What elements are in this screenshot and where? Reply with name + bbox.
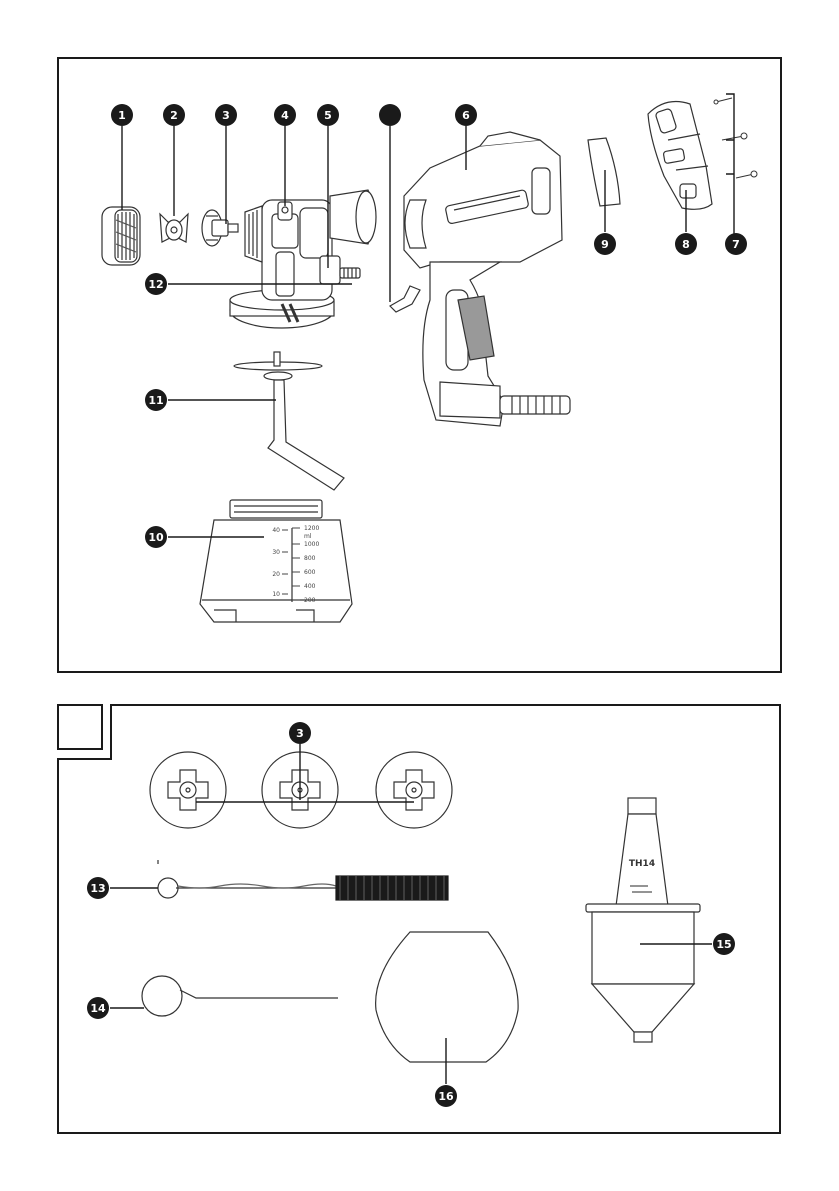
part-front-housing [230, 190, 376, 328]
part-nozzle-insert [202, 210, 238, 246]
part-air-cap [160, 214, 188, 242]
svg-text:400: 400 [304, 583, 316, 590]
svg-text:1000: 1000 [304, 541, 319, 548]
callout-4: 4 [274, 104, 296, 126]
svg-text:800: 800 [304, 555, 316, 562]
svg-text:12: 12 [148, 278, 163, 291]
svg-text:3: 3 [222, 109, 230, 122]
svg-text:ml: ml [304, 533, 312, 540]
part-gun-body [390, 132, 570, 426]
svg-text:9: 9 [601, 238, 609, 251]
svg-text:1200: 1200 [304, 525, 319, 532]
callout-9: 9 [594, 233, 616, 255]
svg-text:5: 5 [324, 109, 332, 122]
part-suction-tube [234, 352, 344, 490]
svg-text:3: 3 [296, 727, 304, 740]
callout-14: 14 [87, 997, 109, 1019]
callout-5: 5 [317, 104, 339, 126]
svg-text:15: 15 [716, 938, 731, 951]
svg-text:30: 30 [272, 549, 280, 556]
svg-text:16: 16 [438, 1090, 454, 1103]
screws-bracket [726, 94, 734, 244]
part-container-cup [586, 798, 700, 1042]
part-cleaning-brush [158, 860, 448, 900]
svg-text:10: 10 [148, 531, 164, 544]
part-nozzle-ring [102, 207, 140, 265]
part-filter-cover [376, 932, 518, 1062]
nozzle-variant-3 [376, 752, 452, 828]
part-rear-cover [648, 102, 712, 210]
callout-16: 16 [435, 1085, 457, 1107]
callout-blank [379, 104, 401, 126]
svg-text:13: 13 [90, 882, 105, 895]
callout-6: 6 [455, 104, 477, 126]
svg-text:4: 4 [281, 109, 289, 122]
callout-15: 15 [713, 933, 735, 955]
callout-8: 8 [675, 233, 697, 255]
svg-text:20: 20 [272, 571, 280, 578]
callout-11: 11 [145, 389, 167, 411]
panel-b-label-box [58, 705, 102, 749]
svg-text:1: 1 [118, 109, 126, 122]
callout-3: 3 [215, 104, 237, 126]
callout-13: 13 [87, 877, 109, 899]
callout-7: 7 [725, 233, 747, 255]
callout-1: 1 [111, 104, 133, 126]
svg-text:2: 2 [170, 109, 178, 122]
svg-text:11: 11 [148, 394, 163, 407]
svg-text:40: 40 [272, 527, 280, 534]
callout-2: 2 [163, 104, 185, 126]
svg-text:6: 6 [462, 109, 470, 122]
part-screws [714, 98, 757, 178]
svg-text:14: 14 [90, 1002, 106, 1015]
part-container [200, 500, 352, 622]
svg-text:8: 8 [682, 238, 690, 251]
part-filter [588, 138, 620, 206]
callout-12: 12 [145, 273, 167, 295]
nozzle-variant-1 [150, 752, 226, 828]
svg-text:7: 7 [732, 238, 740, 251]
cup-label: TH14 [629, 859, 655, 869]
part-cleaning-needle [142, 976, 338, 1016]
svg-text:200: 200 [304, 597, 316, 604]
callout-3-variants: 3 [289, 722, 311, 744]
svg-text:600: 600 [304, 569, 316, 576]
svg-text:10: 10 [272, 591, 280, 598]
callout-10: 10 [145, 526, 167, 548]
